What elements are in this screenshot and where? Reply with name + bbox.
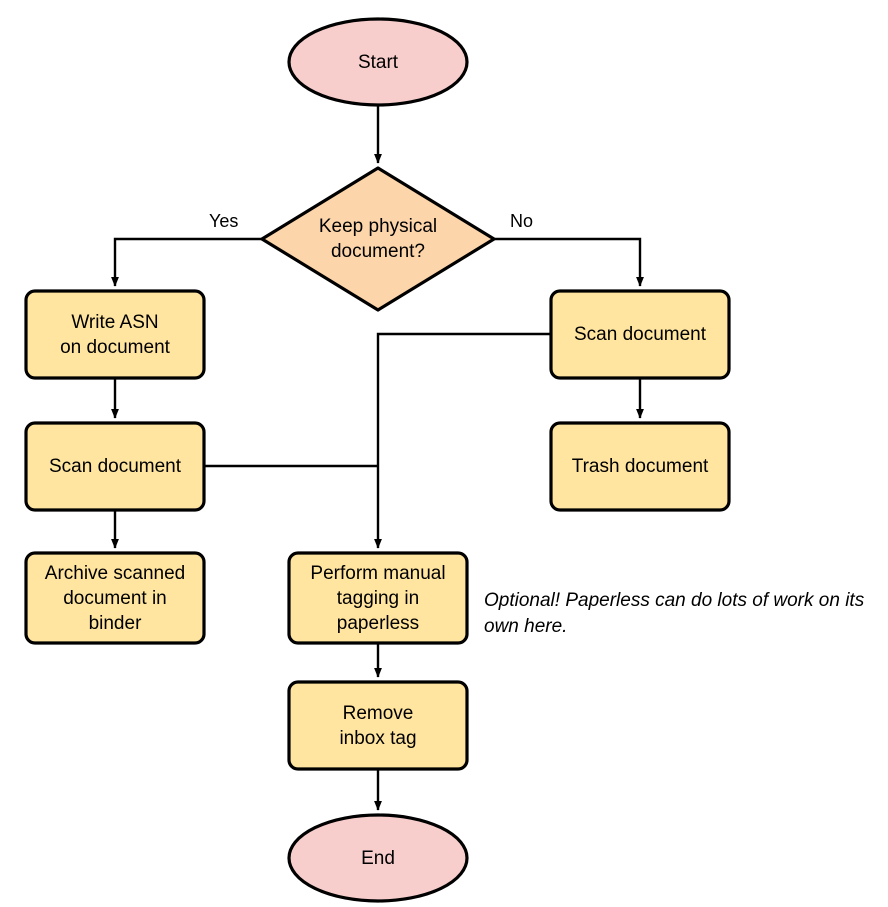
node-scan-document-right[interactable] [549,289,731,380]
edge-decision-to-scan-right [494,237,644,287]
node-start[interactable] [287,17,469,107]
edges-group [111,105,644,811]
edge-label-yes: Yes [209,211,239,231]
node-scan-document-left[interactable] [24,421,206,512]
node-archive-scanned-document-in-binder[interactable] [24,551,206,645]
node-write-asn-on-document[interactable] [24,289,206,380]
edge-decision-to-write-asn [111,237,262,287]
node-perform-manual-tagging-in-paperless[interactable] [287,551,469,645]
node-trash-document[interactable] [549,421,731,512]
node-keep-physical-document[interactable] [260,166,496,312]
edge-label-no: No [510,211,534,231]
node-remove-inbox-tag[interactable] [287,680,469,771]
node-end[interactable] [287,813,469,903]
nodes-group [24,17,731,903]
annotation-optional-note: Optional! Paperless can do lots of work … [484,590,865,637]
edge-scan-right-to-tagging [374,332,551,549]
